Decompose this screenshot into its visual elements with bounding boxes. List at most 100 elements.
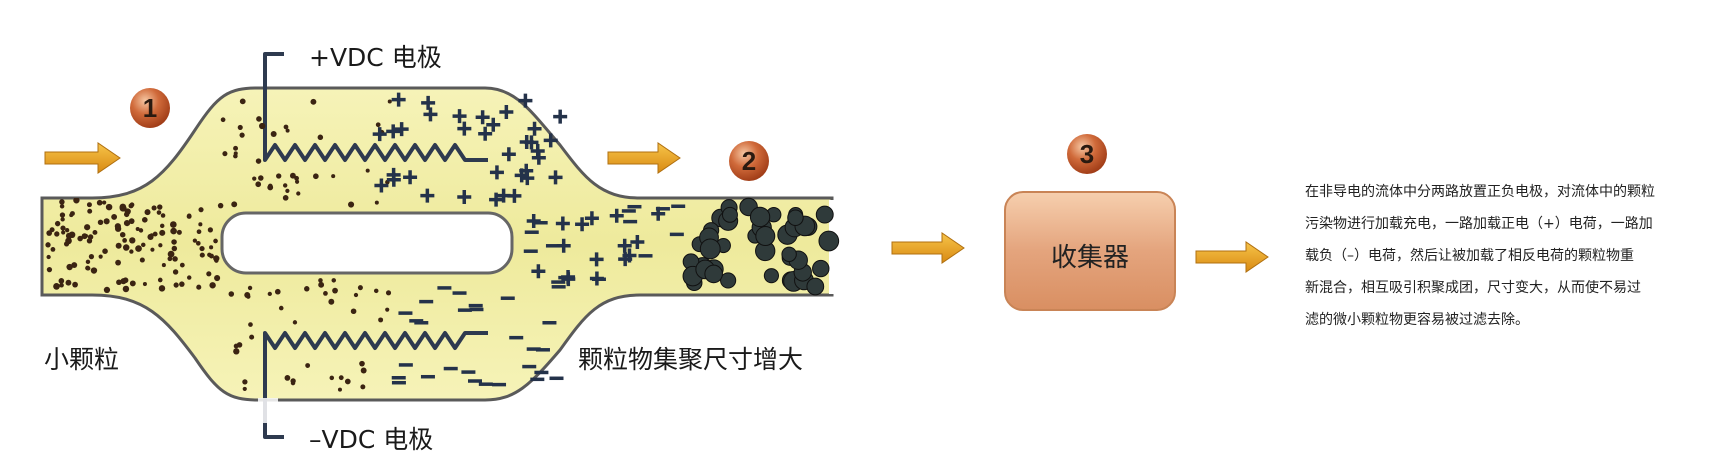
- small-particle: [196, 229, 202, 235]
- small-particle: [313, 173, 319, 180]
- description-line: 滤的微小颗粒物更容易被过滤去除。: [1305, 312, 1529, 328]
- plus-charge: [617, 238, 632, 253]
- small-particle: [102, 248, 108, 254]
- plus-charge: [618, 252, 633, 267]
- description-line: 新混合，相互吸引积聚成团，尺寸变大，从而使不易过: [1305, 280, 1641, 296]
- aggregated-particle: [818, 230, 840, 252]
- small-particle: [144, 209, 151, 216]
- to-collector-arrow: [891, 232, 965, 264]
- small-particle: [128, 203, 134, 209]
- small-particle: [385, 290, 392, 296]
- small-particle: [50, 246, 56, 252]
- small-particle: [171, 239, 177, 245]
- small-particle: [258, 175, 264, 181]
- small-particle: [290, 380, 296, 386]
- small-particle: [192, 238, 197, 243]
- small-particle: [239, 98, 246, 105]
- small-particle: [157, 204, 163, 210]
- small-particle: [207, 227, 213, 233]
- positive-electrode: [263, 52, 488, 162]
- small-particle: [244, 291, 251, 298]
- collector-box: [1004, 191, 1176, 311]
- small-particle: [115, 242, 122, 249]
- small-particle: [135, 245, 142, 252]
- small-particle: [84, 224, 91, 231]
- small-particle: [83, 233, 88, 238]
- small-particle: [172, 256, 178, 262]
- small-particle: [69, 211, 75, 216]
- step-3-number: 3: [1080, 139, 1094, 169]
- small-particle: [122, 238, 127, 243]
- small-particle: [90, 267, 98, 274]
- small-particle: [129, 280, 136, 287]
- negative-charge-layer: [391, 204, 686, 387]
- plus-charge: [457, 190, 472, 205]
- small-particle: [209, 245, 214, 250]
- description-line: 在非导电的流体中分两路放置正负电极，对流体中的颗粒: [1305, 184, 1655, 200]
- aggregated-particles-layer: [682, 197, 840, 296]
- outlet-arrow-top: [607, 142, 681, 174]
- small-particle: [206, 271, 212, 277]
- small-particle: [150, 247, 155, 252]
- step-badge-2: 2: [729, 141, 769, 181]
- small-particle: [217, 202, 224, 209]
- small-particle: [60, 217, 65, 222]
- small-particle: [77, 235, 83, 242]
- small-particle: [310, 98, 317, 105]
- aggregated-particles-label: 颗粒物集聚尺寸增大: [578, 345, 804, 374]
- small-particle: [378, 317, 384, 323]
- small-particle: [350, 308, 357, 315]
- collector-label: 收集器: [1050, 243, 1129, 273]
- small-particle: [373, 288, 379, 294]
- plus-charge: [543, 133, 558, 148]
- small-particle: [141, 216, 148, 223]
- small-particle: [169, 221, 177, 228]
- plus-charge: [584, 211, 599, 226]
- small-particle: [283, 124, 289, 130]
- flow-divider: [220, 211, 514, 275]
- small-particle: [105, 203, 113, 211]
- small-particle: [85, 259, 91, 265]
- small-particle: [353, 292, 359, 298]
- small-particle: [119, 203, 127, 211]
- small-particle: [53, 283, 60, 290]
- aggregated-particle: [749, 206, 771, 228]
- small-particle: [114, 225, 122, 232]
- small-particle: [207, 252, 212, 257]
- plus-charge: [553, 109, 568, 124]
- small-particle: [385, 307, 390, 312]
- step-badge-3: 3: [1067, 134, 1107, 174]
- small-particle: [247, 285, 253, 291]
- small-particle: [282, 183, 288, 188]
- small-particle: [236, 342, 243, 348]
- small-particle: [98, 254, 103, 259]
- small-particle: [129, 249, 134, 254]
- small-particle: [179, 281, 185, 287]
- small-particle: [60, 225, 66, 231]
- small-particle: [222, 151, 228, 157]
- small-particle: [123, 211, 130, 218]
- small-particle: [317, 134, 324, 141]
- small-particle: [59, 204, 65, 209]
- small-particle: [296, 191, 301, 196]
- small-particle: [239, 132, 245, 138]
- small-particle: [158, 243, 163, 248]
- small-particle: [115, 259, 121, 266]
- plus-charge: [394, 122, 409, 137]
- plus-charge: [386, 172, 401, 187]
- small-particle: [122, 285, 130, 293]
- plus-charge: [452, 109, 467, 124]
- small-particle: [318, 278, 323, 283]
- small-particle: [59, 212, 66, 218]
- small-particle: [199, 252, 205, 258]
- small-particle: [58, 278, 65, 284]
- small-particle: [116, 279, 122, 286]
- plus-charge: [486, 117, 501, 132]
- small-particle: [285, 188, 290, 193]
- small-particle: [123, 220, 131, 227]
- small-particle: [87, 234, 94, 240]
- small-particle: [289, 172, 296, 179]
- small-particle: [187, 275, 192, 280]
- small-particle: [213, 238, 218, 244]
- plus-charge: [589, 252, 604, 267]
